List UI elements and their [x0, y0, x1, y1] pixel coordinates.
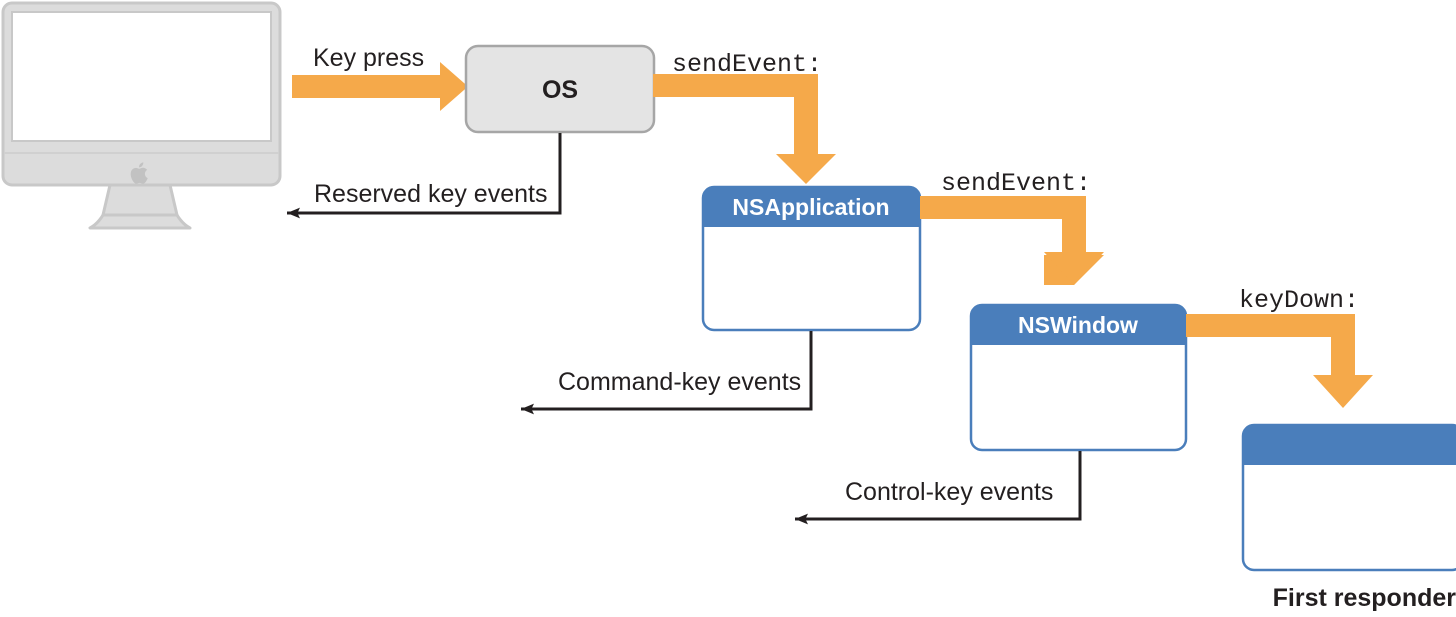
- display-monitor: [1, 1, 282, 230]
- label-send-event-window: sendEvent:: [941, 169, 1091, 198]
- os-label: OS: [542, 76, 578, 104]
- label-control-key-events: Control-key events: [845, 478, 1053, 506]
- nswindow-titlebar: [971, 305, 1186, 345]
- arrow-command-key-events: [521, 331, 813, 415]
- arrow-reserved-key-events: [287, 133, 562, 219]
- arrow-send-event-window: [920, 196, 1104, 285]
- label-key-down: keyDown:: [1239, 286, 1359, 315]
- node-os[interactable]: OS: [464, 44, 656, 134]
- arrow-control-key-events: [795, 451, 1082, 525]
- label-command-key-events: Command-key events: [558, 368, 801, 396]
- nsapplication-titlebar: [703, 187, 920, 227]
- first-responder-titlebar: [1243, 425, 1456, 465]
- node-first-responder[interactable]: [1241, 423, 1456, 572]
- label-reserved-key-events: Reserved key events: [314, 180, 547, 208]
- node-nsapplication[interactable]: NSApplication: [701, 185, 922, 332]
- monitor-stand-foot: [88, 213, 192, 230]
- arrow-key-down: [1186, 314, 1373, 408]
- nswindow-label: NSWindow: [1018, 312, 1138, 338]
- monitor-stand-neck: [101, 183, 179, 217]
- arrow-send-event-app: [653, 74, 836, 184]
- nsapplication-label: NSApplication: [732, 194, 889, 220]
- label-key-press: Key press: [313, 44, 424, 72]
- node-nswindow[interactable]: NSWindow: [969, 303, 1188, 452]
- arrow-key-press: [292, 62, 468, 111]
- caption-first-responder: First responder: [1273, 584, 1456, 612]
- monitor-screen: [11, 11, 272, 142]
- apple-logo-icon: [130, 162, 148, 184]
- label-send-event-app: sendEvent:: [672, 50, 822, 79]
